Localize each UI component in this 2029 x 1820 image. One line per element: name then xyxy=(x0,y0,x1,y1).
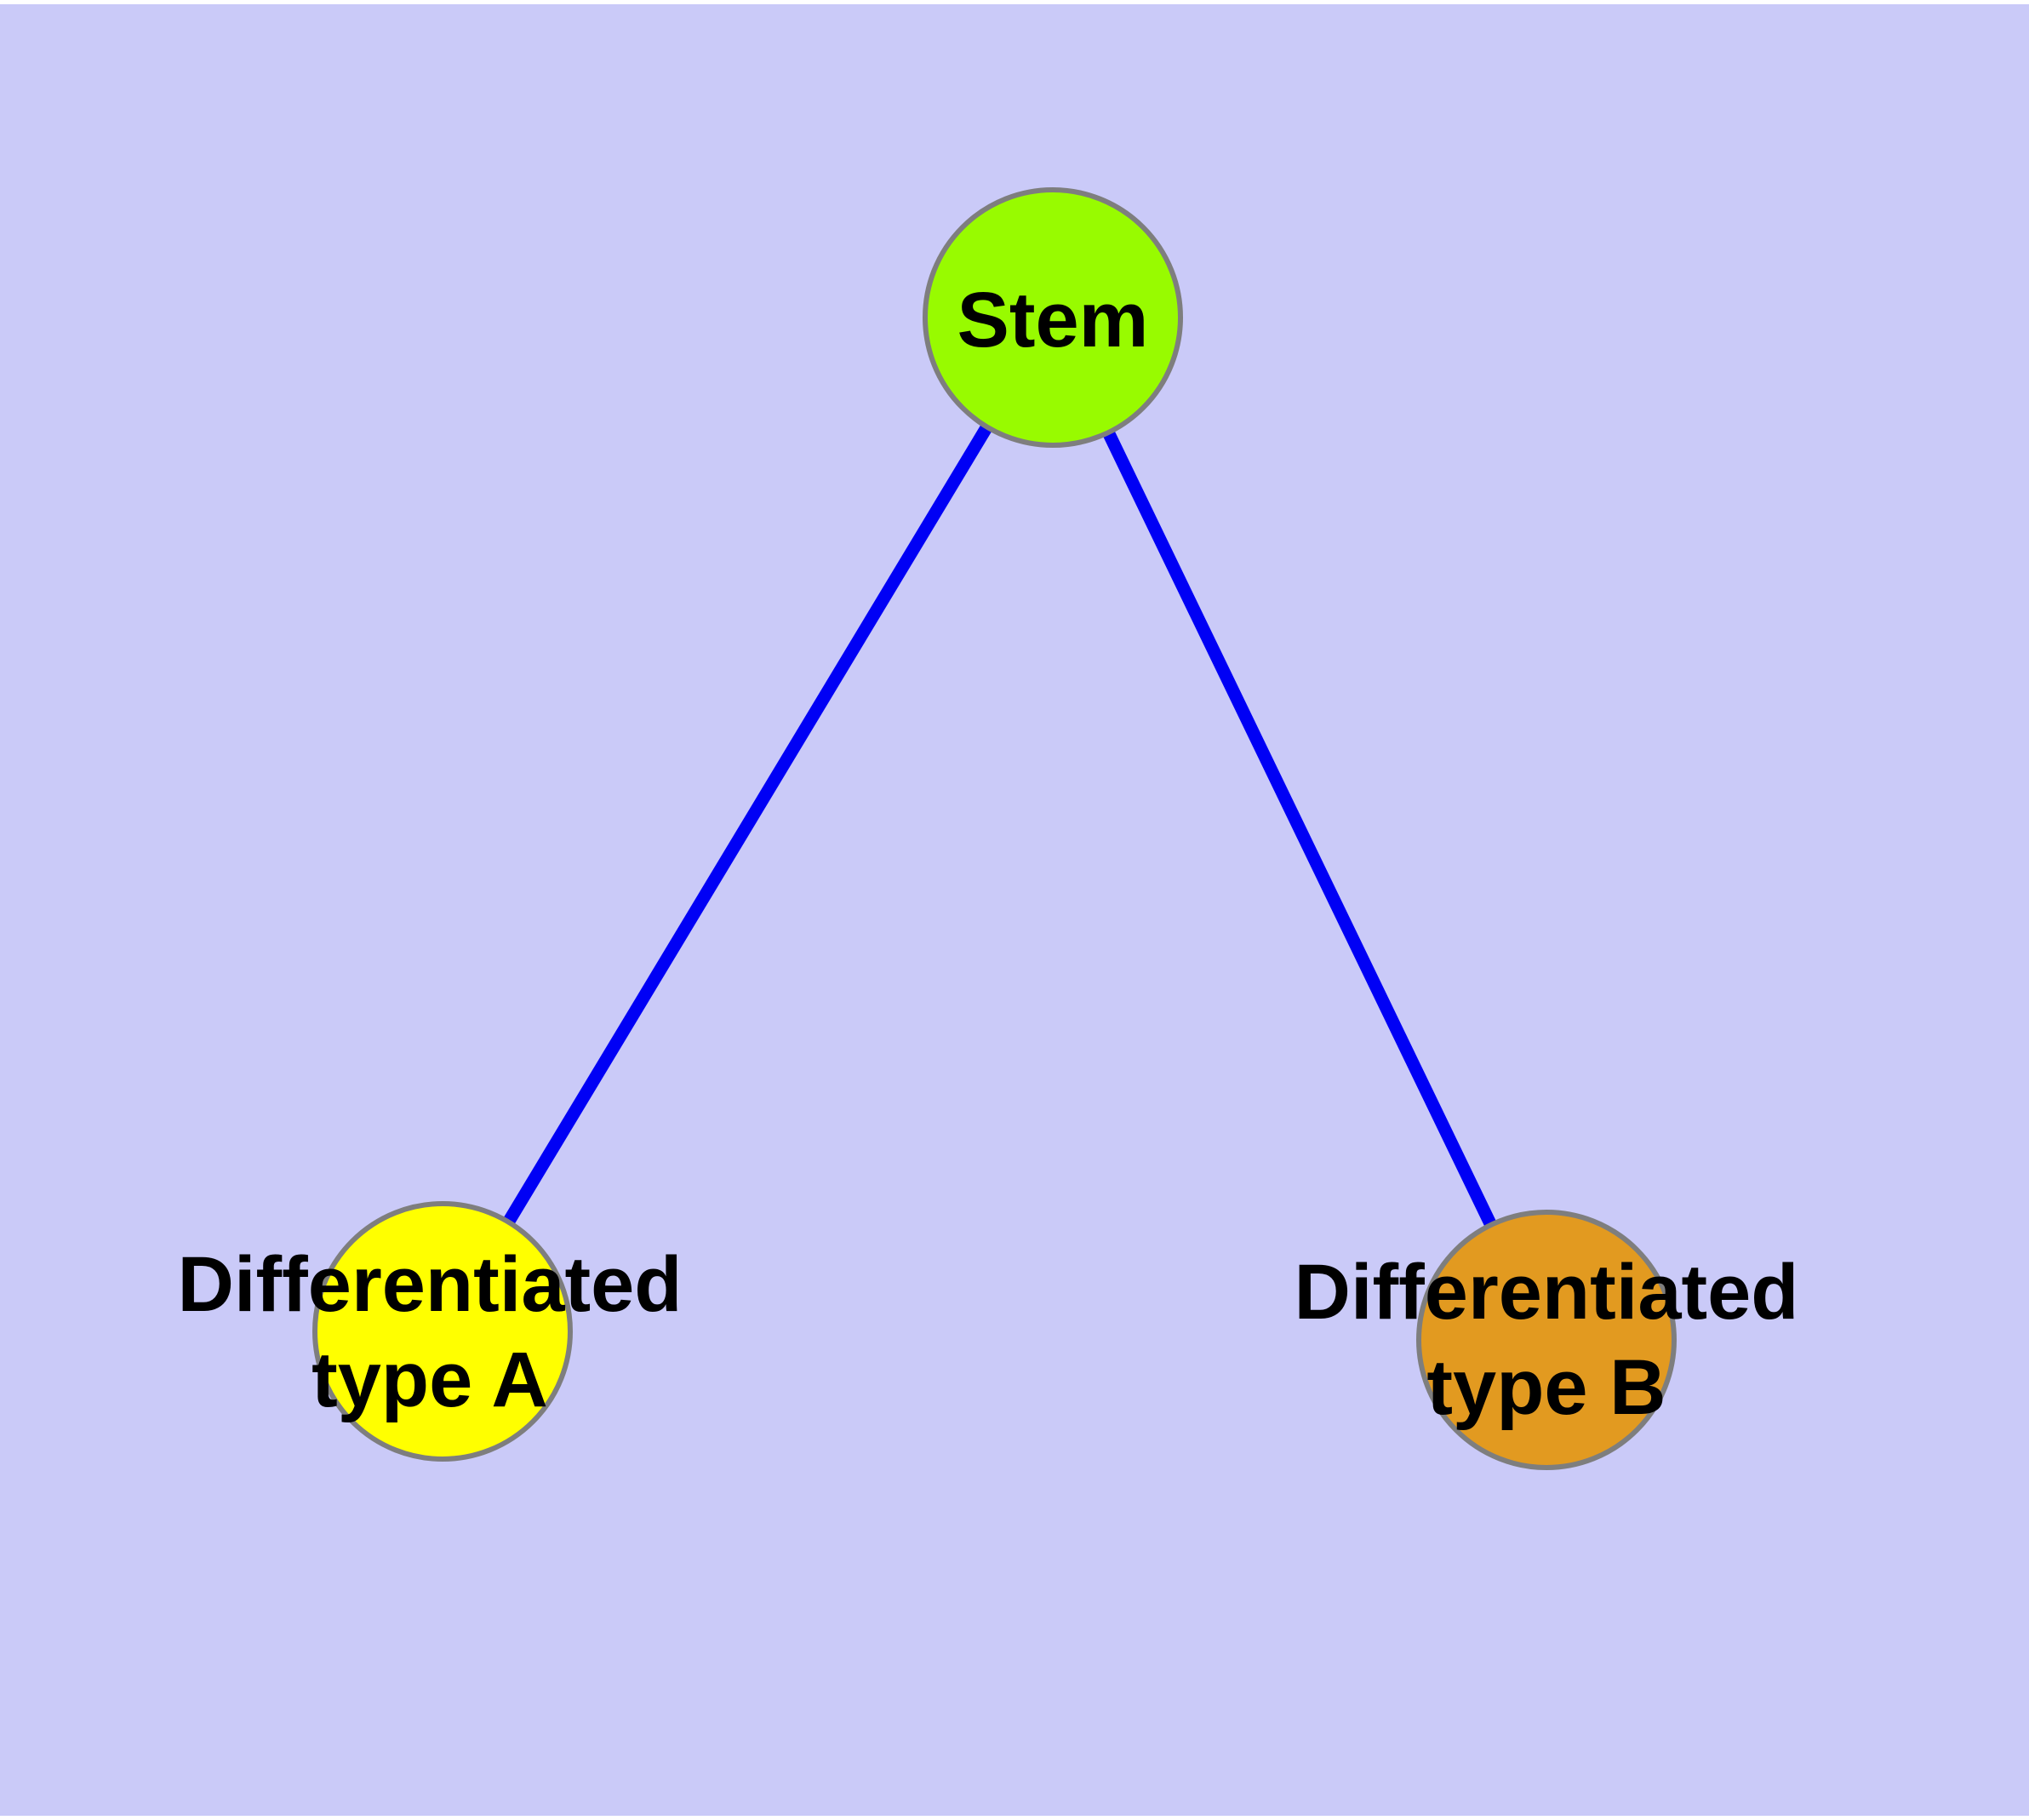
node-stem-circle xyxy=(923,187,1183,448)
node-differentiated-type-a-circle xyxy=(312,1201,573,1462)
node-differentiated-type-a-label: Differentiated type A xyxy=(178,1237,683,1428)
node-stem-label-line: Stem xyxy=(957,276,1149,363)
edge-stem-to-type-b xyxy=(1047,314,1552,1343)
node-type-a-label-line-2: type A xyxy=(311,1336,548,1423)
edge-stem-to-type-a xyxy=(437,314,1059,1335)
node-stem-label: Stem xyxy=(957,272,1149,368)
node-type-b-label-line-1: Differentiated xyxy=(1294,1248,1799,1336)
node-type-a-label-line-1: Differentiated xyxy=(177,1240,683,1328)
node-type-b-label-line-2: type B xyxy=(1426,1344,1666,1431)
node-differentiated-type-b-label: Differentiated type B xyxy=(1295,1245,1799,1435)
node-differentiated-type-b-circle xyxy=(1416,1210,1677,1470)
